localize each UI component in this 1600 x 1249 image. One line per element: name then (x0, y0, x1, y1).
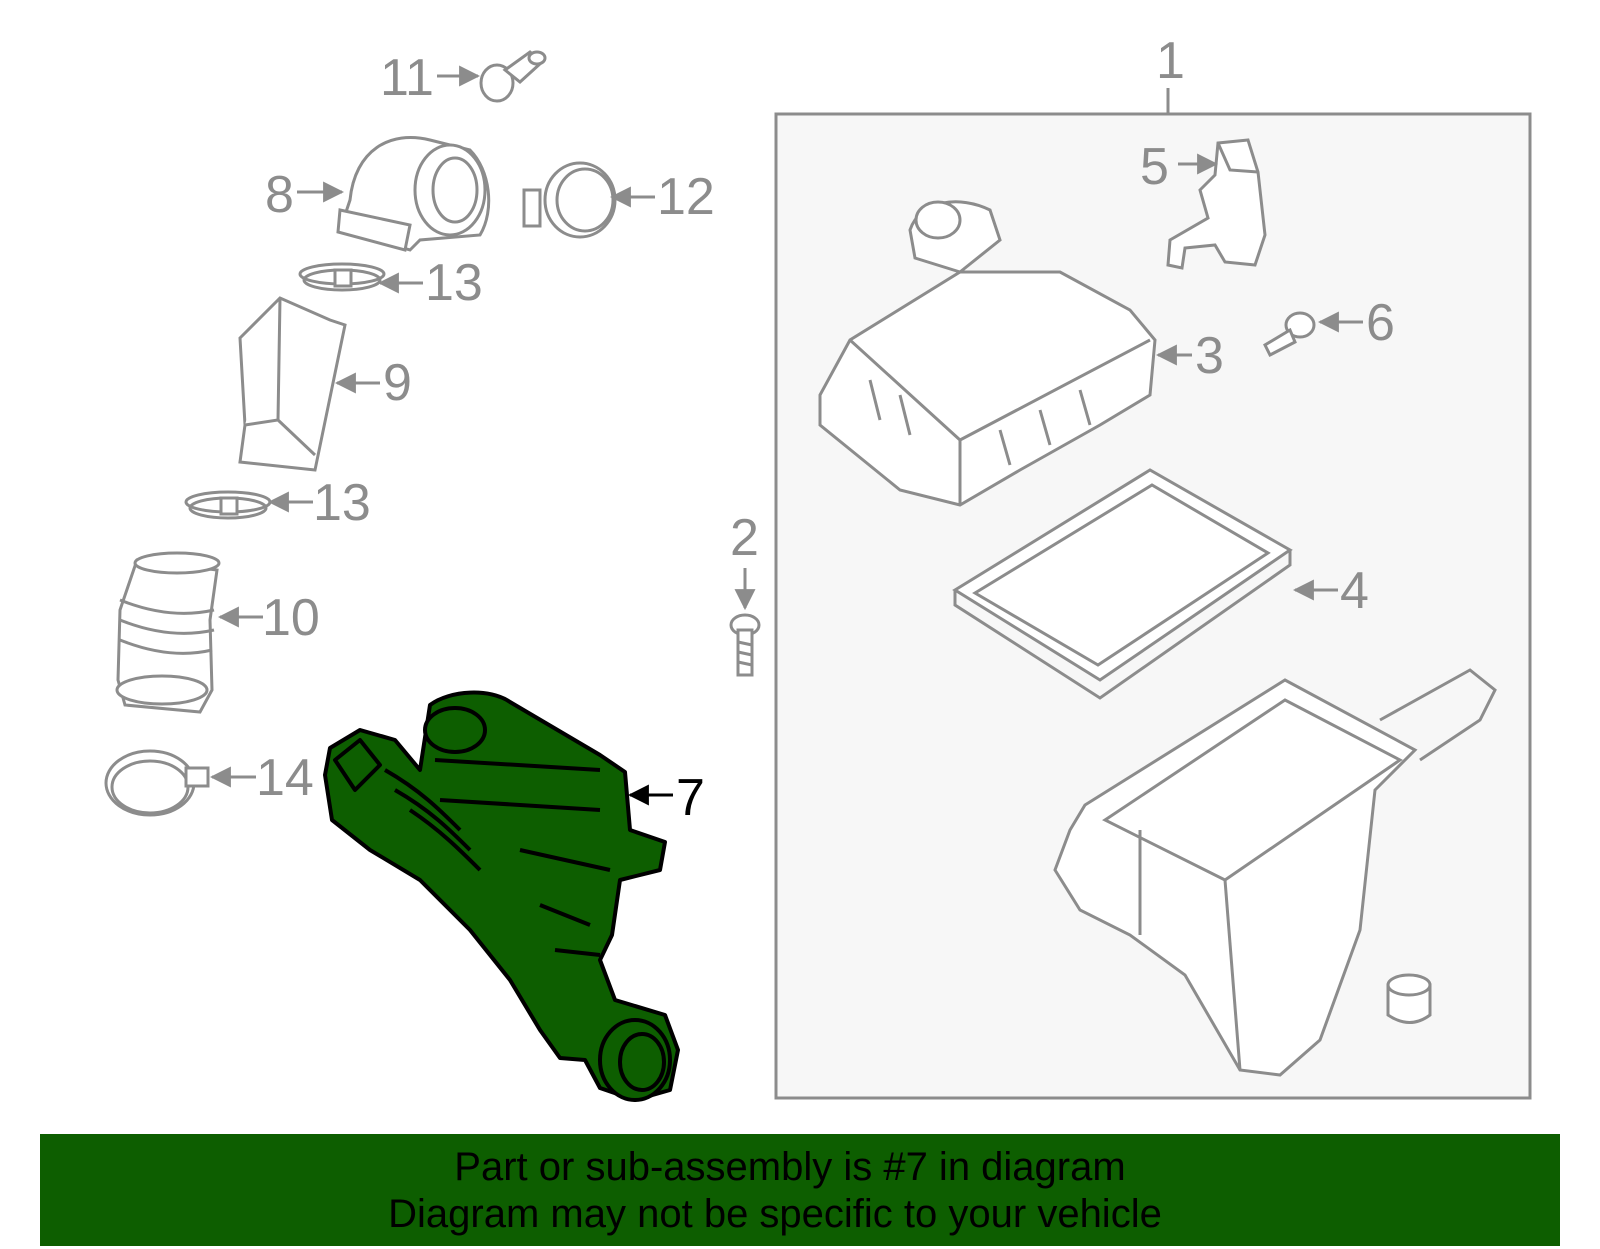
callout-3: 3 (1195, 327, 1224, 385)
grommet (1386, 973, 1432, 1024)
part-7-intake-assembly[interactable] (323, 690, 680, 1102)
callout-12: 12 (657, 168, 715, 226)
callout-14: 14 (256, 749, 314, 807)
part-8-elbow-hose[interactable] (336, 136, 491, 252)
callout-2: 2 (730, 509, 759, 567)
part-10-bellows[interactable] (115, 551, 221, 714)
part-9-duct[interactable] (238, 296, 347, 472)
callout-13-upper: 13 (425, 254, 483, 312)
part-12-clamp[interactable] (522, 161, 617, 239)
part-13-clip-upper[interactable] (298, 262, 386, 292)
part-3-upper-housing[interactable] (818, 200, 1157, 507)
part-4-filter[interactable] (952, 468, 1293, 700)
callout-1: 1 (1156, 32, 1185, 90)
callout-9: 9 (383, 354, 412, 412)
part-11-connector[interactable] (479, 50, 547, 103)
banner-line-2: Diagram may not be specific to your vehi… (388, 1192, 1162, 1236)
callout-10: 10 (262, 589, 320, 647)
banner-line-1: Part or sub-assembly is #7 in diagram (454, 1145, 1126, 1189)
callout-8: 8 (265, 166, 294, 224)
lower-housing (1053, 668, 1497, 1077)
callout-11: 11 (380, 49, 434, 107)
part-2-bolt[interactable] (729, 613, 761, 677)
callout-5: 5 (1140, 138, 1169, 196)
callout-7: 7 (676, 769, 705, 827)
callout-13-lower: 13 (313, 474, 371, 532)
part-13-clip-lower[interactable] (184, 490, 272, 520)
part-14-clamp[interactable] (104, 749, 210, 817)
part-5-maf-sensor[interactable] (1166, 138, 1267, 270)
info-banner: Part or sub-assembly is #7 in diagram Di… (40, 1134, 1560, 1246)
callout-4: 4 (1340, 562, 1369, 620)
part-6-bolt[interactable] (1263, 311, 1316, 358)
callout-6: 6 (1366, 294, 1395, 352)
